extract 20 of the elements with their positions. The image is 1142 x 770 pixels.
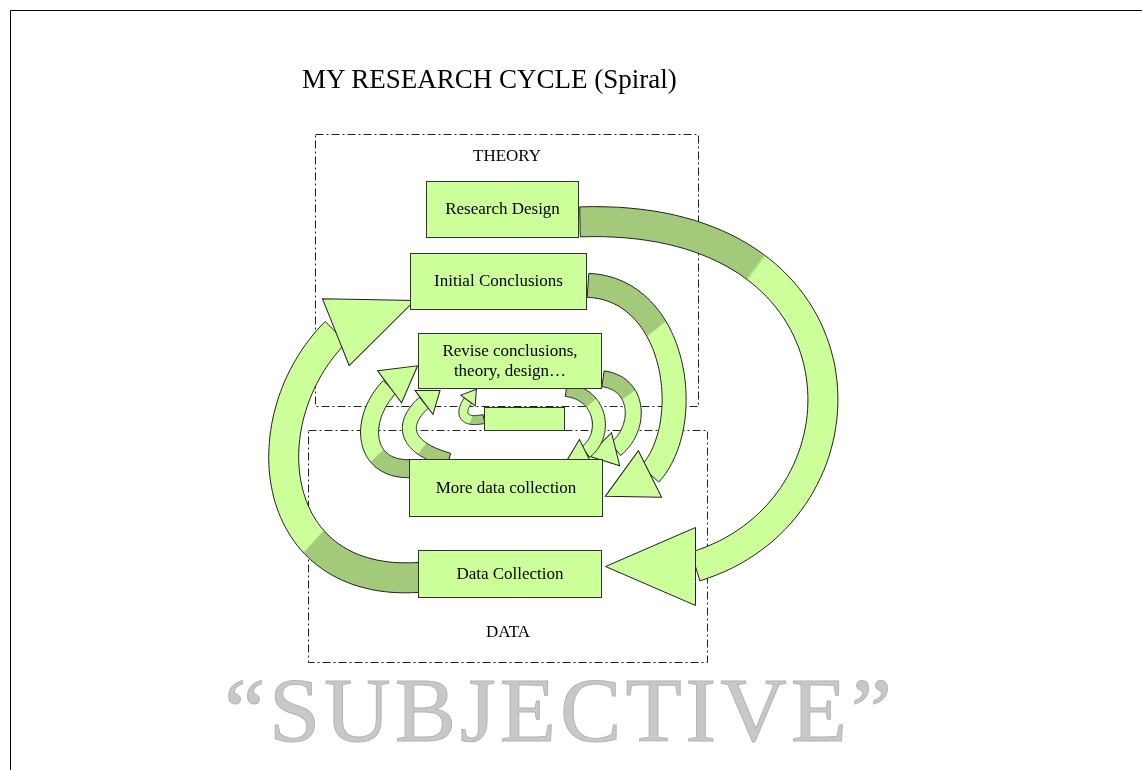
process-box [409, 459, 603, 517]
box-label: More data collection [435, 477, 577, 499]
empty-box [484, 407, 565, 431]
region-label: THEORY [472, 146, 542, 166]
box-label: Research Design [445, 199, 560, 220]
process-box [410, 253, 587, 310]
process-box [426, 181, 579, 238]
word-art-text: “SUBJECTIVE” [223, 664, 897, 756]
curved-block-arrow [579, 206, 839, 606]
box-label: Initial Conclusions [434, 271, 563, 292]
title: MY RESEARCH CYCLE (Spiral) [302, 64, 677, 95]
box-label: Data Collection [456, 563, 564, 585]
process-box [418, 550, 602, 598]
curved-block-arrow [458, 388, 486, 426]
process-box [418, 333, 602, 389]
box-label: Revise conclusions, theory, design… [441, 340, 579, 382]
curved-block-arrow [360, 365, 419, 479]
curved-block-arrow [268, 298, 421, 594]
region-label: DATA [485, 622, 531, 642]
curved-block-arrow [586, 272, 687, 498]
